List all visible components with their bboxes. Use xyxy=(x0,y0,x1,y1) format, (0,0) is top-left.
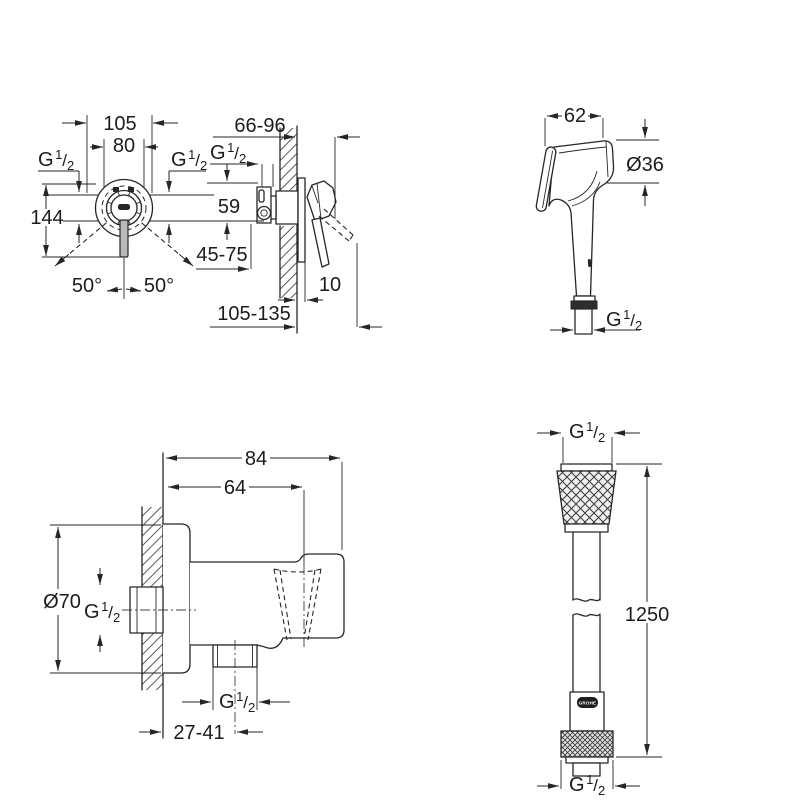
escutcheon-plate-side xyxy=(297,177,306,263)
dim-diameter-70-label: Ø70 xyxy=(43,591,81,613)
dim-62-label: 62 xyxy=(564,105,586,127)
hand-shower-body xyxy=(548,140,615,297)
dim-45-75-label: 45-75 xyxy=(196,244,247,266)
spray-face-disc xyxy=(535,146,557,212)
hose-nut-bottom xyxy=(560,730,614,758)
handle-ring xyxy=(570,300,598,310)
dim-80-label: 80 xyxy=(113,135,135,157)
dim-144-label: 144 xyxy=(30,207,63,229)
angle-right-label: 50° xyxy=(144,275,174,297)
dim-84-label: 84 xyxy=(245,448,267,470)
handle-lever xyxy=(311,217,330,268)
dim-64-label: 64 xyxy=(224,477,246,499)
hose-tube xyxy=(572,531,601,693)
valve-body xyxy=(275,190,299,225)
grohe-logo xyxy=(577,697,598,708)
flange-side xyxy=(163,523,191,674)
grohe-logo-text: GROHE xyxy=(579,701,597,706)
dim-105-label: 105 xyxy=(103,113,136,135)
inlet-port xyxy=(256,205,272,221)
dim-diameter-36-label: Ø36 xyxy=(626,154,664,176)
cartridge-teeth xyxy=(107,191,141,225)
dim-105-135-label: 105-135 xyxy=(217,303,290,325)
wall-section-lower xyxy=(280,226,297,298)
dim-66-96-label: 66-96 xyxy=(234,115,285,137)
spindle-slot xyxy=(118,204,130,210)
wall-section-upper xyxy=(280,128,297,190)
holder-arm xyxy=(190,553,345,649)
angle-left-label: 50° xyxy=(72,275,102,297)
dim-10-label: 10 xyxy=(319,274,341,296)
inlet-tube xyxy=(574,308,593,335)
dim-27-41-label: 27-41 xyxy=(173,722,224,744)
lever-handle xyxy=(119,219,129,258)
hose-nut-top xyxy=(556,470,617,525)
pause-button xyxy=(587,258,592,267)
cartridge-clip xyxy=(113,187,119,192)
cartridge-clip xyxy=(128,187,134,192)
dim-59-label: 59 xyxy=(218,196,240,218)
dim-1250-label: 1250 xyxy=(625,604,670,626)
holder-cup-hidden xyxy=(273,568,322,641)
